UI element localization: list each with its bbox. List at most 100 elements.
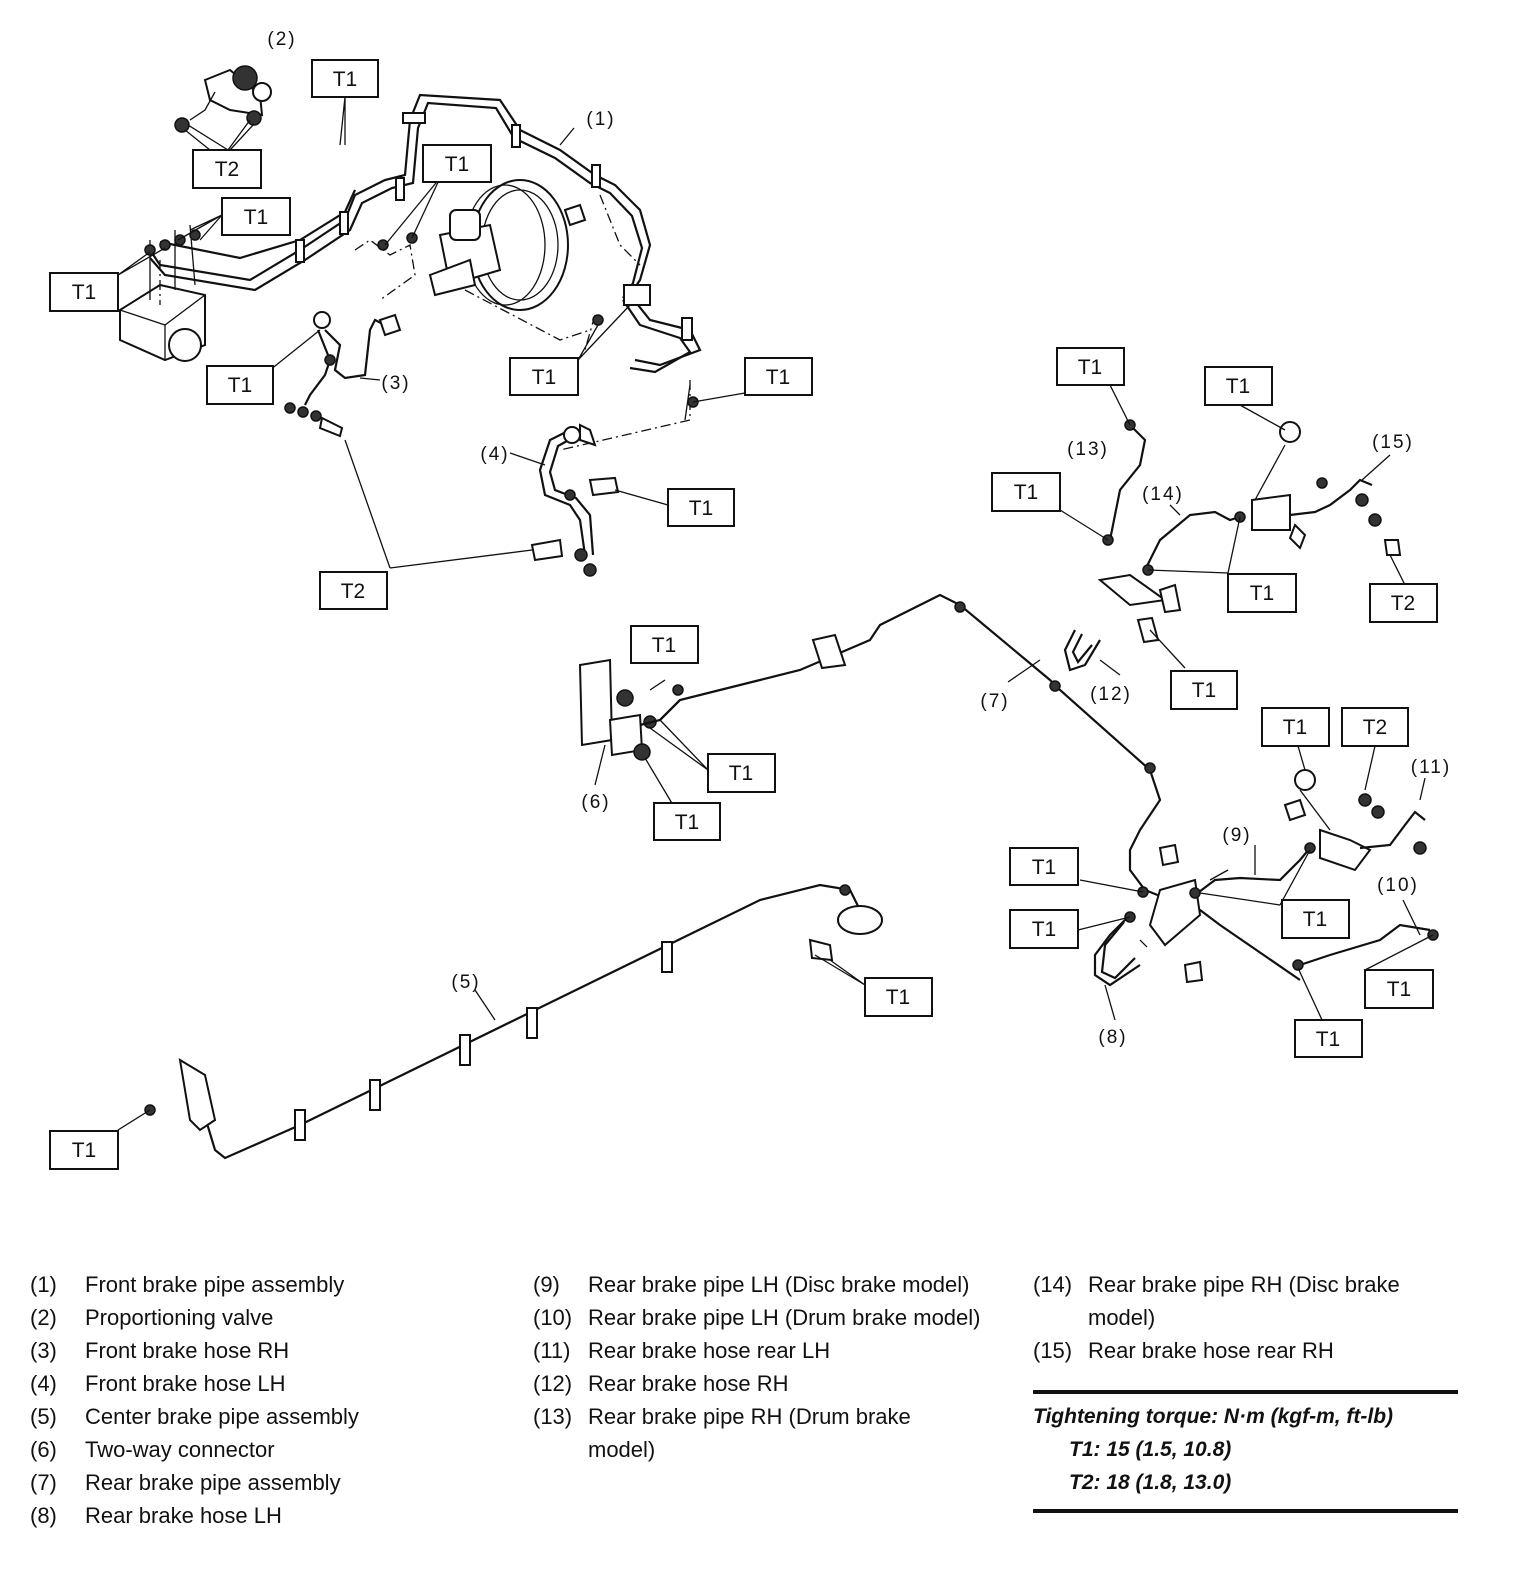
torque-label-t1: T1 [1364,969,1434,1009]
legend-item: (2)Proportioning valve [30,1305,274,1330]
torque-label-t1: T1 [221,197,291,236]
legend-item: (3)Front brake hose RH [30,1338,290,1363]
svg-text:T1: T1 [1387,978,1412,1001]
center-brake-pipe-assembly [144,883,883,1160]
callout-11: (11) [1411,757,1451,778]
torque-t1-value: T1: 15 (1.5, 10.8) [1069,1438,1232,1461]
legend-item: (5)Center brake pipe assembly [30,1404,359,1429]
torque-label-t2: T2 [1341,707,1409,747]
svg-text:T1: T1 [72,281,97,304]
torque-label-t1: T1 [744,357,813,396]
svg-text:T1: T1 [532,366,557,389]
svg-text:T1: T1 [1032,856,1057,879]
callout-5: (5) [451,972,480,993]
legend-item: (14)Rear brake pipe RH (Disc brake model… [1033,1272,1400,1330]
svg-text:T1: T1 [652,634,677,657]
torque-label-t1: T1 [1170,670,1238,710]
torque-label-t1: T1 [1204,366,1273,406]
svg-text:T1: T1 [333,68,358,91]
brake-booster-and-master-cylinder [354,179,699,451]
legend-item: (13)Rear brake pipe RH (Drum brake model… [533,1404,911,1462]
torque-label-t1: T1 [49,272,119,312]
callout-4: (4) [480,444,509,465]
legend-item: (15)Rear brake hose rear RH [1033,1338,1334,1363]
svg-text:T2: T2 [1391,592,1416,615]
torque-label-t2: T2 [1369,583,1438,623]
leader-lines [117,96,1434,1131]
callout-numbers: (2) (1) (3) (4) (6) (7) (5) (13) (14) (1… [267,29,1451,1048]
hydraulic-unit [119,224,206,362]
torque-label-t1: T1 [630,625,699,664]
svg-text:T1: T1 [886,986,911,1009]
torque-label-t1: T1 [1227,573,1297,613]
two-way-connector [578,658,681,761]
svg-text:T1: T1 [689,497,714,520]
rear-right-brake-lines [1063,419,1402,672]
legend-item: (4)Front brake hose LH [30,1371,286,1396]
svg-text:T1: T1 [1014,481,1039,504]
svg-text:T2: T2 [215,158,240,181]
torque-heading: Tightening torque: N·m (kgf-m, ft-lb) [1033,1405,1394,1428]
svg-text:T2: T2 [341,580,366,603]
callout-6: (6) [581,792,610,813]
torque-label-t2: T2 [192,149,262,189]
legend-item: (10)Rear brake pipe LH (Drum brake model… [533,1305,981,1330]
torque-label-t2: T2 [319,571,388,610]
torque-label-t1: T1 [509,357,579,396]
torque-label-t1: T1 [653,802,721,841]
svg-text:T1: T1 [1032,918,1057,941]
torque-label-t1: T1 [1009,847,1079,886]
callout-15: (15) [1372,432,1414,453]
callout-13: (13) [1067,439,1109,460]
torque-label-t1: T1 [1009,909,1079,949]
legend-item: (1)Front brake pipe assembly [30,1272,345,1297]
callout-14: (14) [1142,484,1184,505]
svg-text:T1: T1 [228,374,253,397]
legend-column-3: (14)Rear brake pipe RH (Disc brake model… [1033,1268,1473,1367]
callout-2: (2) [267,29,296,50]
torque-label-t1: T1 [864,977,933,1017]
svg-text:T1: T1 [445,153,470,176]
front-brake-hose-lh [530,423,620,577]
callout-3: (3) [381,373,410,394]
callout-8: (8) [1098,1027,1127,1048]
tightening-torque-spec: Tightening torque: N·m (kgf-m, ft-lb) T1… [1033,1390,1458,1513]
legend-item: (6)Two-way connector [30,1437,275,1462]
torque-label-t1: T1 [49,1130,119,1170]
svg-text:T1: T1 [729,762,754,785]
legend-item: (7)Rear brake pipe assembly [30,1470,341,1495]
torque-label-t1: T1 [1056,347,1125,386]
rear-brake-pipe-assembly [659,593,1301,981]
legend-item: (8)Rear brake hose LH [30,1503,282,1528]
svg-text:T1: T1 [1226,375,1251,398]
svg-text:T1: T1 [675,811,700,834]
callout-10: (10) [1377,875,1419,896]
callout-7: (7) [980,691,1009,712]
callout-9: (9) [1222,825,1251,846]
callout-1: (1) [586,109,615,130]
legend-item: (12)Rear brake hose RH [533,1371,789,1396]
legend-column-2: (9)Rear brake pipe LH (Disc brake model)… [533,1268,983,1466]
legend-item: (9)Rear brake pipe LH (Disc brake model) [533,1272,970,1297]
torque-label-t1: T1 [1261,707,1330,747]
svg-text:T1: T1 [72,1139,97,1162]
front-brake-pipe-assembly [149,93,702,374]
legend-column-1: (1)Front brake pipe assembly (2)Proporti… [30,1268,500,1532]
torque-label-t1: T1 [667,488,735,527]
svg-text:T1: T1 [244,206,269,229]
svg-text:T2: T2 [1363,716,1388,739]
svg-text:T1: T1 [1192,679,1217,702]
proportioning-valve [174,65,272,151]
svg-text:T1: T1 [1283,716,1308,739]
torque-labels: T1 T2 T1 T1 T1 T1 T1 T1 T1 T2 T1 T1 T1 T… [49,59,1438,1170]
svg-text:T1: T1 [1303,908,1328,931]
legend-item: (11)Rear brake hose rear LH [533,1338,831,1363]
torque-t2-value: T2: 18 (1.8, 13.0) [1069,1471,1232,1494]
torque-label-t1: T1 [1294,1019,1363,1058]
torque-label-t1: T1 [422,144,492,183]
svg-text:T1: T1 [1250,582,1275,605]
torque-label-t1: T1 [1281,899,1350,939]
front-brake-hose-rh [284,311,402,438]
svg-text:T1: T1 [766,366,791,389]
torque-label-t1: T1 [311,59,379,98]
